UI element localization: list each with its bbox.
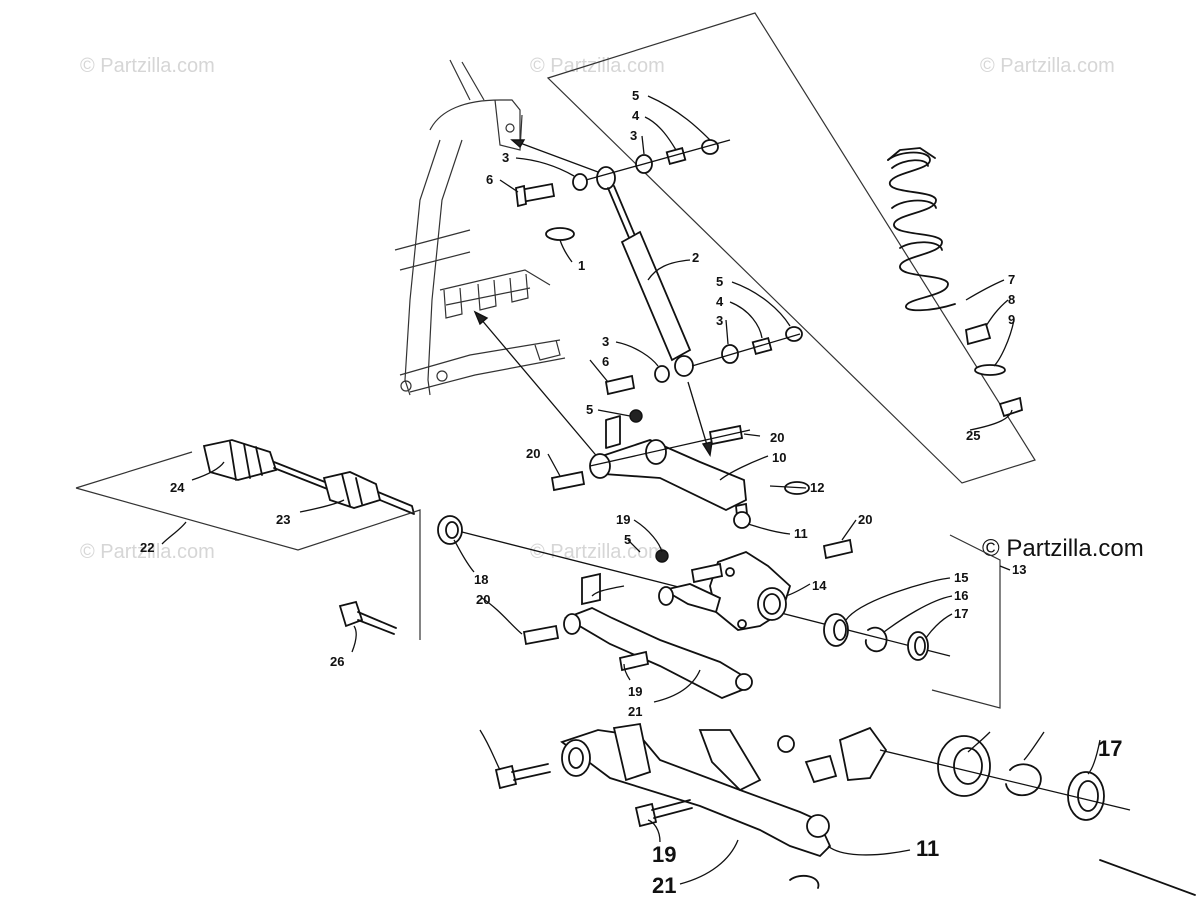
snap-ring xyxy=(864,626,888,653)
callout-label: 21 xyxy=(652,873,676,898)
callout-label: 12 xyxy=(810,480,824,495)
callout-label: 16 xyxy=(954,588,968,603)
callout-label: 15 xyxy=(954,570,968,585)
callout-label: 3 xyxy=(602,334,609,349)
shock-absorber xyxy=(607,185,694,377)
axle-assembly-outline xyxy=(75,451,421,640)
callout-label: 18 xyxy=(474,572,488,587)
callout-label: 6 xyxy=(602,354,609,369)
bearing xyxy=(823,613,849,647)
upper-shock-hardware xyxy=(515,139,731,241)
callout-label: 5 xyxy=(716,274,723,289)
shock-assembly-outline xyxy=(546,12,1036,484)
lower-shock-hardware xyxy=(604,326,803,396)
callout-label: 1 xyxy=(578,258,585,273)
callout-label: 11 xyxy=(916,836,939,861)
arrow-head-icon xyxy=(510,139,526,149)
callout-label: 20 xyxy=(858,512,872,527)
callout-label: 11 xyxy=(794,526,808,541)
callout-label: 23 xyxy=(276,512,290,527)
callout-label: 5 xyxy=(632,88,639,103)
zoomed-lower-arm-view xyxy=(494,722,1196,896)
upper-a-arm xyxy=(550,409,810,529)
watermark: © Partzilla.com xyxy=(980,55,1115,77)
callout-label: 20 xyxy=(770,430,784,445)
callout-labels: 1 2 3 3 3 3 4 4 5 5 5 5 6 6 7 8 9 10 11 … xyxy=(140,88,1122,898)
lower-a-arm xyxy=(522,538,854,699)
watermark-main: © Partzilla.com xyxy=(982,535,1144,562)
drive-axle xyxy=(202,439,415,515)
watermark: © Partzilla.com xyxy=(80,541,215,563)
callout-label: 20 xyxy=(526,446,540,461)
callout-label: 3 xyxy=(502,150,509,165)
arrow-head-icon xyxy=(701,441,713,457)
callout-label: 4 xyxy=(716,294,724,309)
callout-label: 8 xyxy=(1008,292,1015,307)
callout-label: 19 xyxy=(652,842,676,867)
steering-knuckle xyxy=(709,551,792,631)
callout-label: 20 xyxy=(476,592,490,607)
callout-label: 26 xyxy=(330,654,344,669)
callout-label: 10 xyxy=(772,450,786,465)
mount-arrow xyxy=(474,311,601,461)
mount-arrow xyxy=(511,139,599,173)
callout-label: 4 xyxy=(632,108,640,123)
callout-label: 14 xyxy=(812,578,827,593)
callout-label: 3 xyxy=(630,128,637,143)
callout-label: 13 xyxy=(1012,562,1026,577)
callout-label: 17 xyxy=(1098,736,1122,761)
callout-label: 24 xyxy=(170,480,185,495)
hub-assembly-outline xyxy=(931,534,1001,709)
callout-label: 9 xyxy=(1008,312,1015,327)
axle-bolt xyxy=(338,600,397,635)
callout-label: 3 xyxy=(716,313,723,328)
callout-label: 25 xyxy=(966,428,980,443)
snap-ring xyxy=(545,227,575,241)
callout-label: 17 xyxy=(954,606,968,621)
watermark: © Partzilla.com xyxy=(530,541,665,563)
callout-label: 2 xyxy=(692,250,699,265)
callout-label: 5 xyxy=(624,532,631,547)
coil-spring xyxy=(887,147,1024,418)
callout-label: 6 xyxy=(486,172,493,187)
leader-lines xyxy=(161,95,1101,885)
callout-label: 22 xyxy=(140,540,154,555)
watermark: © Partzilla.com xyxy=(80,55,215,77)
callout-label: 19 xyxy=(628,684,642,699)
callout-label: 5 xyxy=(586,402,593,417)
callout-label: 21 xyxy=(628,704,642,719)
callout-label: 19 xyxy=(616,512,630,527)
callout-label: 7 xyxy=(1008,272,1015,287)
vehicle-frame xyxy=(394,59,566,396)
watermark: © Partzilla.com xyxy=(530,55,665,77)
arrow-head-icon xyxy=(473,310,489,326)
